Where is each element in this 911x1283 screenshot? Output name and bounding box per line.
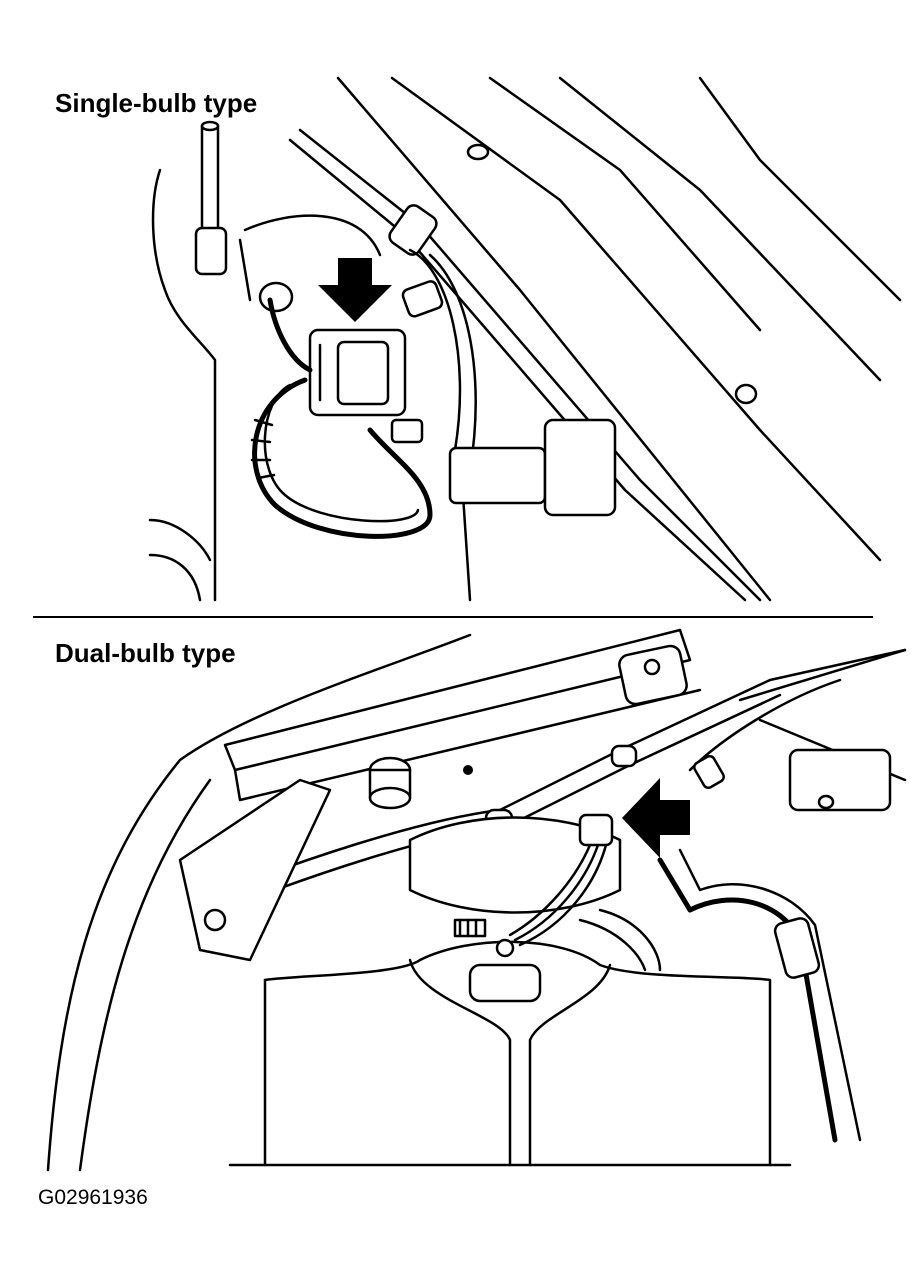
grommet <box>194 226 228 276</box>
dual-bulb-label: Dual-bulb type <box>55 638 236 668</box>
single-bulb-label: Single-bulb type <box>55 88 258 118</box>
connector-arrow-icon-left <box>622 778 690 858</box>
single-bulb-panel: Single-bulb type <box>0 0 911 615</box>
adjust-screw <box>468 963 542 1003</box>
panel-hole <box>466 143 490 161</box>
mount-bracket <box>448 446 547 505</box>
single-bulb-illustration <box>148 76 902 602</box>
cable-clip <box>388 204 438 256</box>
connector-arrow-icon-down <box>318 258 392 322</box>
panel-divider <box>33 616 873 618</box>
panel-hole <box>734 383 758 405</box>
strut <box>178 778 332 962</box>
dual-bulb-illustration <box>46 628 907 1172</box>
figure-id: G02961936 <box>38 1186 148 1209</box>
rod <box>200 124 220 233</box>
radiator-support <box>223 628 692 772</box>
headlamp-housing <box>408 816 622 914</box>
bulb-connector <box>578 813 614 847</box>
dual-bulb-panel: Dual-bulb type <box>0 620 911 1180</box>
